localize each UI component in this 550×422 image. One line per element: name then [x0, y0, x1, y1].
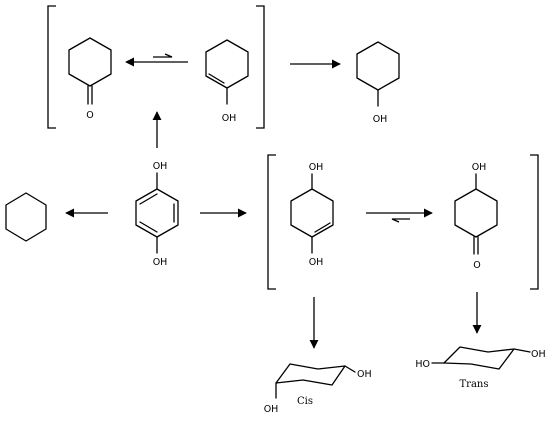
right-group-right-bracket: [530, 154, 539, 290]
cis-caption: Cis: [297, 396, 313, 407]
hydroxy-cyclohexanone-ring: [454, 188, 498, 238]
right-group-left-bracket: [267, 154, 276, 290]
oxygen-label: O: [86, 110, 93, 121]
right-intermediate-bracket-group: [267, 154, 539, 290]
cyclohexanone-structure: O: [68, 37, 112, 121]
hydroxyl-label: OH: [373, 114, 388, 125]
hydroxy-cyclohexenol-ring: [290, 188, 334, 238]
cyclohexane-ring: [5, 192, 47, 242]
cyclohexane-structure: [5, 192, 47, 242]
hydroxyl-label: OH: [357, 369, 372, 380]
equilibrium-arrows-top: [125, 53, 188, 67]
cis-chair-ring: [275, 363, 346, 386]
top-left-bracket: [47, 5, 56, 129]
hydroxyl-label: OH: [472, 162, 487, 173]
top-intermediate-bracket-group: [47, 5, 265, 129]
cis-right-oh-bond: [344, 365, 356, 373]
equilibrium-arrows-right: [366, 208, 433, 223]
enol-double-bond: [208, 73, 225, 84]
hydroquinone-structure: OH OH: [135, 161, 179, 268]
hydroxyl-label: OH: [264, 404, 279, 415]
cyclohexanol-ring: [356, 41, 400, 91]
aromatic-double-bond-1: [139, 193, 158, 205]
cyclohexanol-structure: OH: [356, 41, 400, 125]
benzene-ring: [135, 188, 179, 238]
hydroxyl-label: OH: [309, 162, 324, 173]
hydroxyl-label: OH: [153, 161, 168, 172]
enol-double-bond: [314, 222, 331, 233]
hydroxyl-label: OH: [531, 349, 546, 360]
trans-chair-structure: OH HO Trans: [415, 346, 546, 390]
top-right-bracket: [256, 5, 265, 129]
trans-chair-ring: [443, 346, 515, 370]
equilibrium-half-arrow-left: [391, 218, 410, 223]
trans-right-oh-bond: [513, 348, 531, 353]
hydroxyl-label: OH: [153, 257, 168, 268]
hydroxyl-label: OH: [222, 113, 237, 124]
trans-caption: Trans: [460, 379, 489, 390]
cyclohexenol-ring: [205, 39, 249, 89]
equilibrium-half-arrow-right: [153, 53, 173, 58]
cyclohexenol-structure: OH: [205, 39, 249, 124]
hydroxyl-label: HO: [415, 359, 430, 370]
cis-chair-structure: OH OH Cis: [264, 363, 372, 415]
aromatic-double-bond-3: [139, 221, 158, 233]
hydroxy-cyclohexanone-structure: OH O: [454, 162, 498, 271]
cyclohexanone-ring: [68, 37, 112, 87]
oxygen-label: O: [473, 260, 480, 271]
hydroxy-cyclohexenol-structure: OH OH: [290, 162, 334, 268]
hydroxyl-label: OH: [309, 257, 324, 268]
